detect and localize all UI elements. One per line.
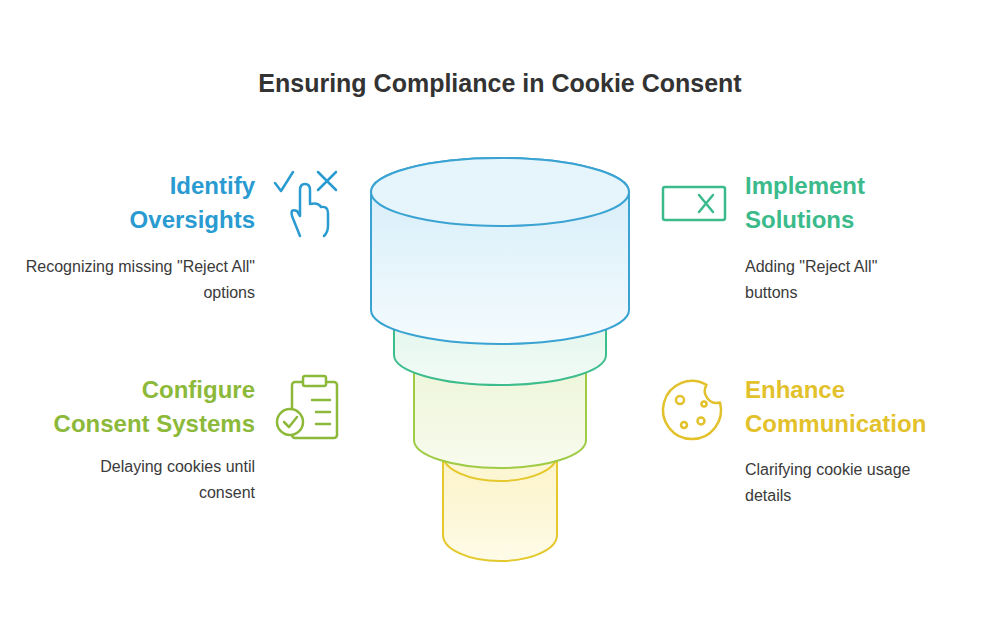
section-description: Delaying cookies until consent: [70, 454, 255, 506]
cylinder-side: [371, 158, 629, 344]
section-heading: Enhance Communication: [745, 373, 955, 441]
cross-mark: [318, 172, 336, 190]
diagram-title: Ensuring Compliance in Cookie Consent: [0, 66, 1000, 100]
check-mark: [275, 172, 293, 191]
funnel-layer-blue: [371, 158, 629, 344]
clipboard-lines: [312, 400, 330, 424]
cookie-chip: [676, 396, 684, 404]
pointing-hand: [292, 184, 328, 236]
check-cross-hand-icon: [275, 172, 336, 236]
cookie-outline: [663, 381, 721, 439]
clipboard-icon: [277, 376, 337, 438]
cookie-chip: [681, 422, 687, 428]
section-heading: Implement Solutions: [745, 169, 955, 237]
check-circle: [277, 409, 303, 435]
cylinder-top: [371, 158, 629, 226]
check-mark: [284, 417, 297, 427]
button-outline: [663, 187, 725, 220]
clipboard-clip: [303, 376, 326, 386]
section-description: Recognizing missing "Reject All" options: [15, 254, 255, 306]
section-description: Clarifying cookie usage details: [745, 457, 935, 509]
cookie-icon: [663, 381, 721, 439]
cookie-chip: [698, 418, 705, 425]
cookie-chip: [702, 402, 707, 407]
section-heading: Configure Consent Systems: [45, 373, 255, 441]
section-description: Adding "Reject All" buttons: [745, 254, 905, 306]
button-x-icon: [663, 187, 725, 220]
section-heading: Identify Oversights: [45, 169, 255, 237]
cross-mark: [699, 195, 713, 212]
